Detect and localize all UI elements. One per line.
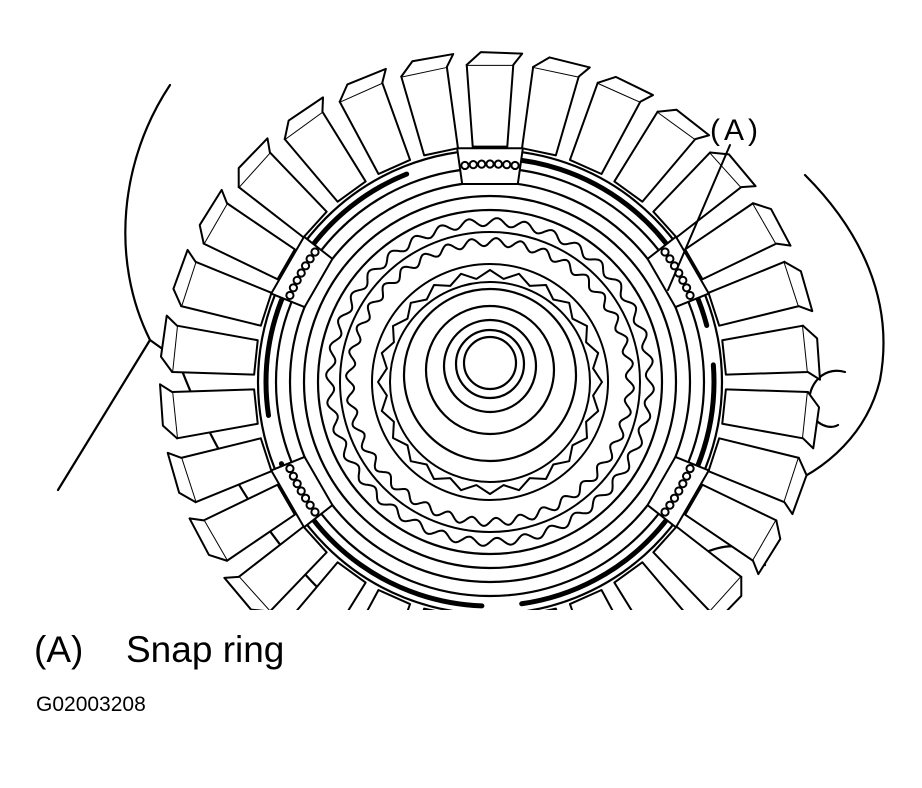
- spring-pocket: [270, 235, 334, 309]
- clutch-tooth: [159, 383, 259, 440]
- coil-spring: [305, 500, 315, 510]
- coil-spring: [660, 507, 670, 517]
- coil-spring: [681, 283, 692, 293]
- coil-spring: [296, 486, 306, 496]
- coil-spring: [292, 275, 302, 285]
- coil-spring: [292, 479, 302, 489]
- legend: (A) Snap ring: [34, 628, 284, 672]
- legend-text: Snap ring: [126, 629, 285, 670]
- coil-spring: [477, 159, 487, 169]
- clutch-tooth: [684, 202, 792, 281]
- coil-spring: [681, 471, 692, 481]
- callout-leader: [667, 144, 731, 291]
- clutch-tooth: [237, 137, 328, 239]
- clutch-tooth: [652, 525, 743, 610]
- clutch-teeth: [159, 51, 821, 610]
- spring-pocket: [646, 455, 710, 529]
- coil-spring: [460, 160, 470, 171]
- clutch-tooth: [544, 607, 558, 610]
- spring-pockets: [270, 147, 710, 529]
- clutch-tooth: [283, 96, 367, 203]
- friction-plates: [325, 217, 655, 547]
- clutch-tooth: [172, 248, 273, 327]
- clutch-tooth: [707, 437, 808, 516]
- coil-spring: [288, 471, 299, 481]
- coil-spring: [678, 479, 688, 489]
- coil-spring: [669, 493, 680, 503]
- coil-spring: [510, 160, 520, 171]
- clutch-tooth: [400, 53, 459, 157]
- clutch-tooth: [366, 588, 412, 610]
- clutch-tooth: [568, 588, 614, 610]
- coil-spring: [468, 160, 478, 170]
- clutch-tooth: [684, 483, 782, 576]
- coil-spring: [485, 159, 495, 169]
- coil-spring: [660, 247, 670, 257]
- coil-spring: [685, 290, 695, 301]
- spring-pocket: [456, 147, 524, 185]
- clutch-assembly-drawing: (A): [56, 51, 885, 610]
- clutch-tooth: [568, 75, 655, 176]
- clutch-tooth: [613, 561, 684, 610]
- splined-hub: [377, 269, 603, 495]
- coil-spring: [665, 500, 675, 510]
- coil-spring: [493, 159, 503, 169]
- coil-spring: [310, 507, 320, 517]
- coil-spring: [300, 493, 311, 503]
- coil-spring: [310, 247, 320, 257]
- clutch-tooth: [613, 108, 711, 203]
- coil-spring: [678, 275, 688, 285]
- coil-spring: [285, 290, 295, 301]
- clutch-tooth: [422, 607, 436, 610]
- coil-spring: [305, 254, 315, 264]
- clutch-tooth: [296, 561, 367, 610]
- clutch-tooth: [721, 388, 821, 450]
- clutch-tooth: [223, 525, 328, 610]
- figure-id: G02003208: [36, 693, 146, 716]
- coil-spring: [300, 261, 311, 271]
- clutch-tooth: [166, 437, 273, 504]
- clutch-tooth: [465, 51, 524, 148]
- clutch-tooth: [188, 483, 296, 562]
- center-shaft: [402, 287, 578, 463]
- coil-spring: [502, 160, 512, 170]
- legend-key: (A): [34, 629, 84, 670]
- clutch-tooth: [707, 260, 814, 327]
- callout-label-a: (A): [710, 114, 762, 147]
- clutch-tooth: [652, 151, 757, 239]
- coil-spring: [296, 268, 306, 278]
- clutch-tooth: [721, 324, 821, 381]
- coil-spring: [685, 463, 695, 474]
- spring-pocket: [270, 455, 334, 529]
- clutch-tooth: [159, 314, 259, 376]
- coil-spring: [674, 486, 684, 496]
- clutch-tooth: [338, 67, 412, 176]
- clutch-tooth: [198, 188, 296, 281]
- coil-spring: [288, 283, 299, 293]
- clutch-tooth: [521, 56, 591, 157]
- coil-spring: [285, 463, 295, 474]
- coil-spring: [665, 254, 675, 264]
